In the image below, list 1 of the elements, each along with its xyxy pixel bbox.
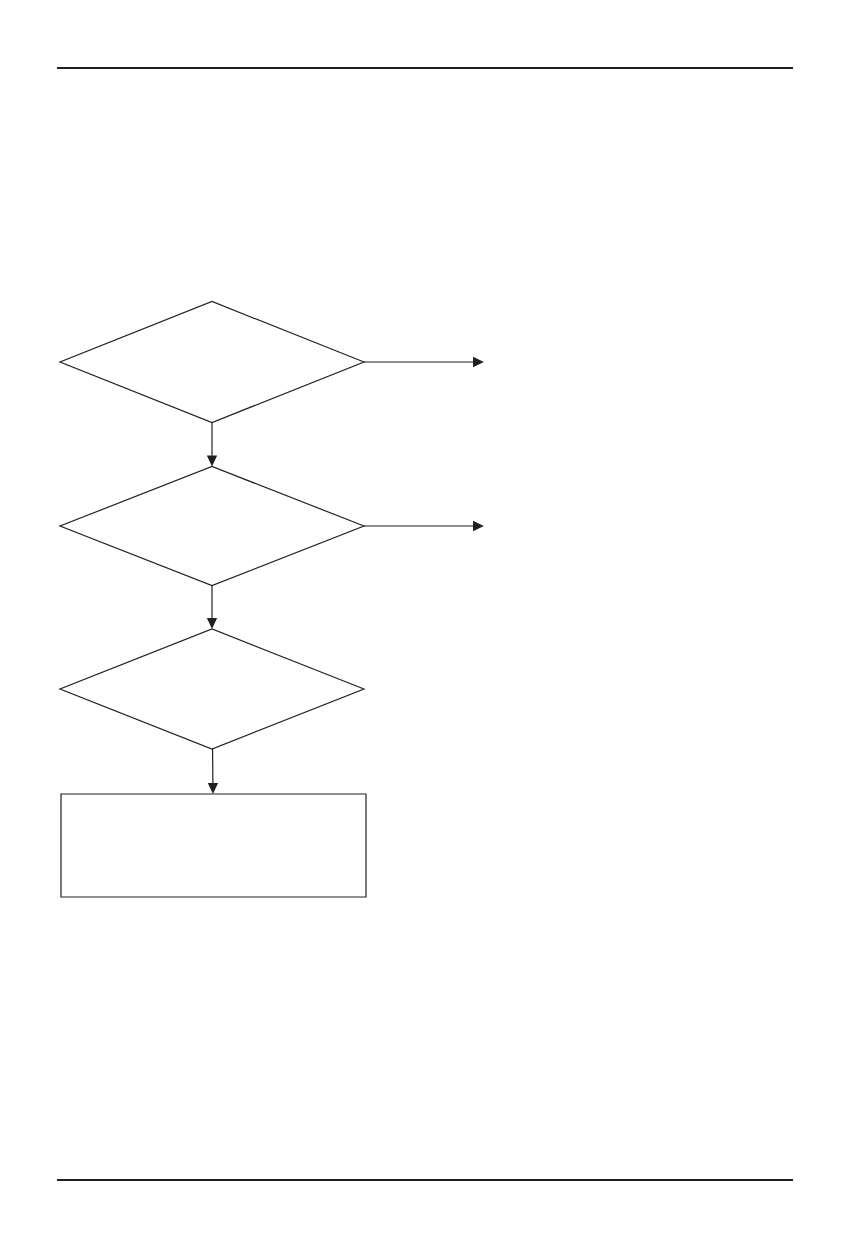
process-box <box>60 793 367 898</box>
